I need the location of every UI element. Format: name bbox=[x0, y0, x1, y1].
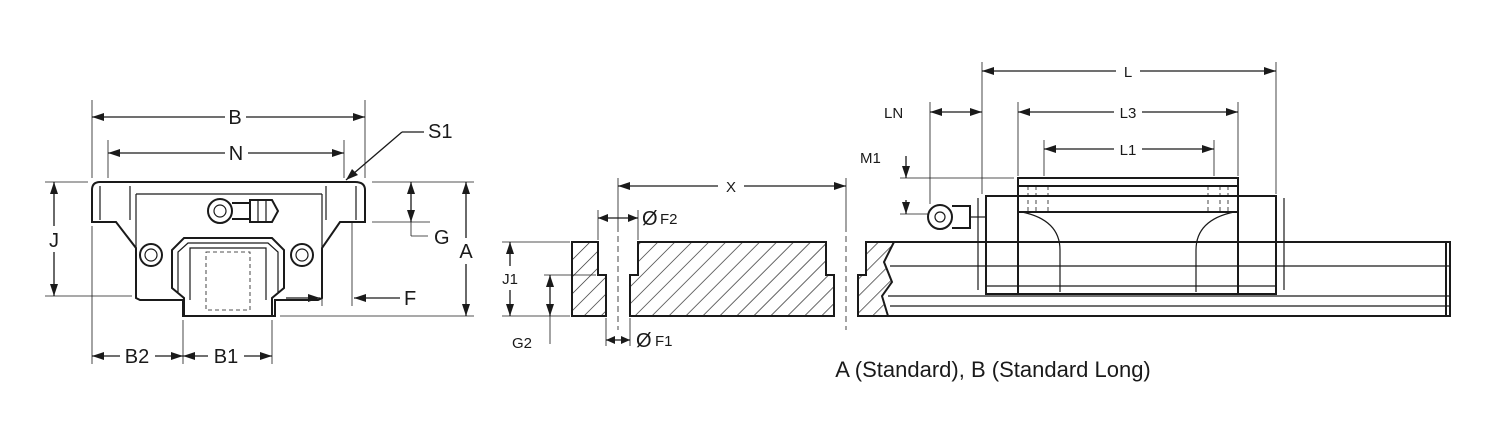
label-N: N bbox=[229, 143, 243, 165]
dimension-N: N bbox=[108, 143, 344, 165]
dimension-J: J bbox=[49, 182, 59, 296]
label-F2: F2 bbox=[660, 211, 678, 228]
dimension-G2: G2 bbox=[512, 275, 554, 352]
grease-nipple-side bbox=[927, 204, 986, 230]
label-F1: F1 bbox=[655, 333, 673, 350]
label-G2: G2 bbox=[512, 335, 532, 352]
label-S1: S1 bbox=[428, 121, 452, 143]
dimension-G: G bbox=[407, 182, 450, 249]
rail-profile bbox=[171, 237, 285, 316]
label-B1: B1 bbox=[214, 346, 238, 368]
dimension-X: X bbox=[618, 179, 846, 196]
dimension-B2: B2 bbox=[92, 346, 183, 368]
side-view-extension-lines bbox=[502, 62, 1277, 346]
end-view: B N S1 J bbox=[45, 100, 474, 368]
label-M1: M1 bbox=[860, 150, 881, 167]
dimension-M1: M1 bbox=[860, 150, 910, 214]
label-B2: B2 bbox=[125, 346, 149, 368]
label-L1: L1 bbox=[1120, 142, 1137, 159]
label-J1: J1 bbox=[502, 271, 518, 288]
dimension-L3: L3 bbox=[1018, 105, 1238, 122]
dimension-F: F bbox=[286, 222, 416, 310]
label-LN: LN bbox=[884, 105, 903, 122]
label-L3: L3 bbox=[1120, 105, 1137, 122]
label-F: F bbox=[404, 288, 416, 310]
drawing-caption: A (Standard), B (Standard Long) bbox=[835, 357, 1151, 382]
side-view: X Ø F2 Ø F1 J1 bbox=[502, 62, 1451, 352]
dimension-J1: J1 bbox=[502, 242, 518, 316]
dimension-L1: L1 bbox=[1044, 142, 1214, 159]
label-J: J bbox=[49, 230, 59, 252]
rail-section-hatched bbox=[571, 226, 896, 330]
end-view-extension-lines bbox=[45, 100, 474, 364]
diameter-symbol-F1: Ø bbox=[636, 330, 652, 352]
label-L: L bbox=[1124, 64, 1132, 81]
label-A: A bbox=[459, 241, 473, 263]
label-G: G bbox=[434, 227, 450, 249]
carriage-side bbox=[977, 177, 1285, 295]
label-B: B bbox=[228, 107, 241, 129]
leader-S1: S1 bbox=[345, 121, 452, 181]
label-X: X bbox=[726, 179, 736, 196]
dimension-F1: Ø F1 bbox=[606, 330, 673, 352]
dimension-B: B bbox=[92, 107, 365, 129]
dimension-LN: LN bbox=[884, 105, 982, 122]
grease-nipple bbox=[207, 198, 280, 224]
diameter-symbol-F2: Ø bbox=[642, 208, 658, 230]
dimension-L: L bbox=[982, 64, 1276, 81]
mounting-hole-right bbox=[290, 243, 314, 267]
mounting-hole-left bbox=[139, 243, 163, 267]
dimension-F2: Ø F2 bbox=[598, 208, 678, 230]
dimension-A: A bbox=[459, 182, 473, 316]
dimension-B1: B1 bbox=[183, 346, 272, 368]
rail-side bbox=[888, 241, 1451, 317]
